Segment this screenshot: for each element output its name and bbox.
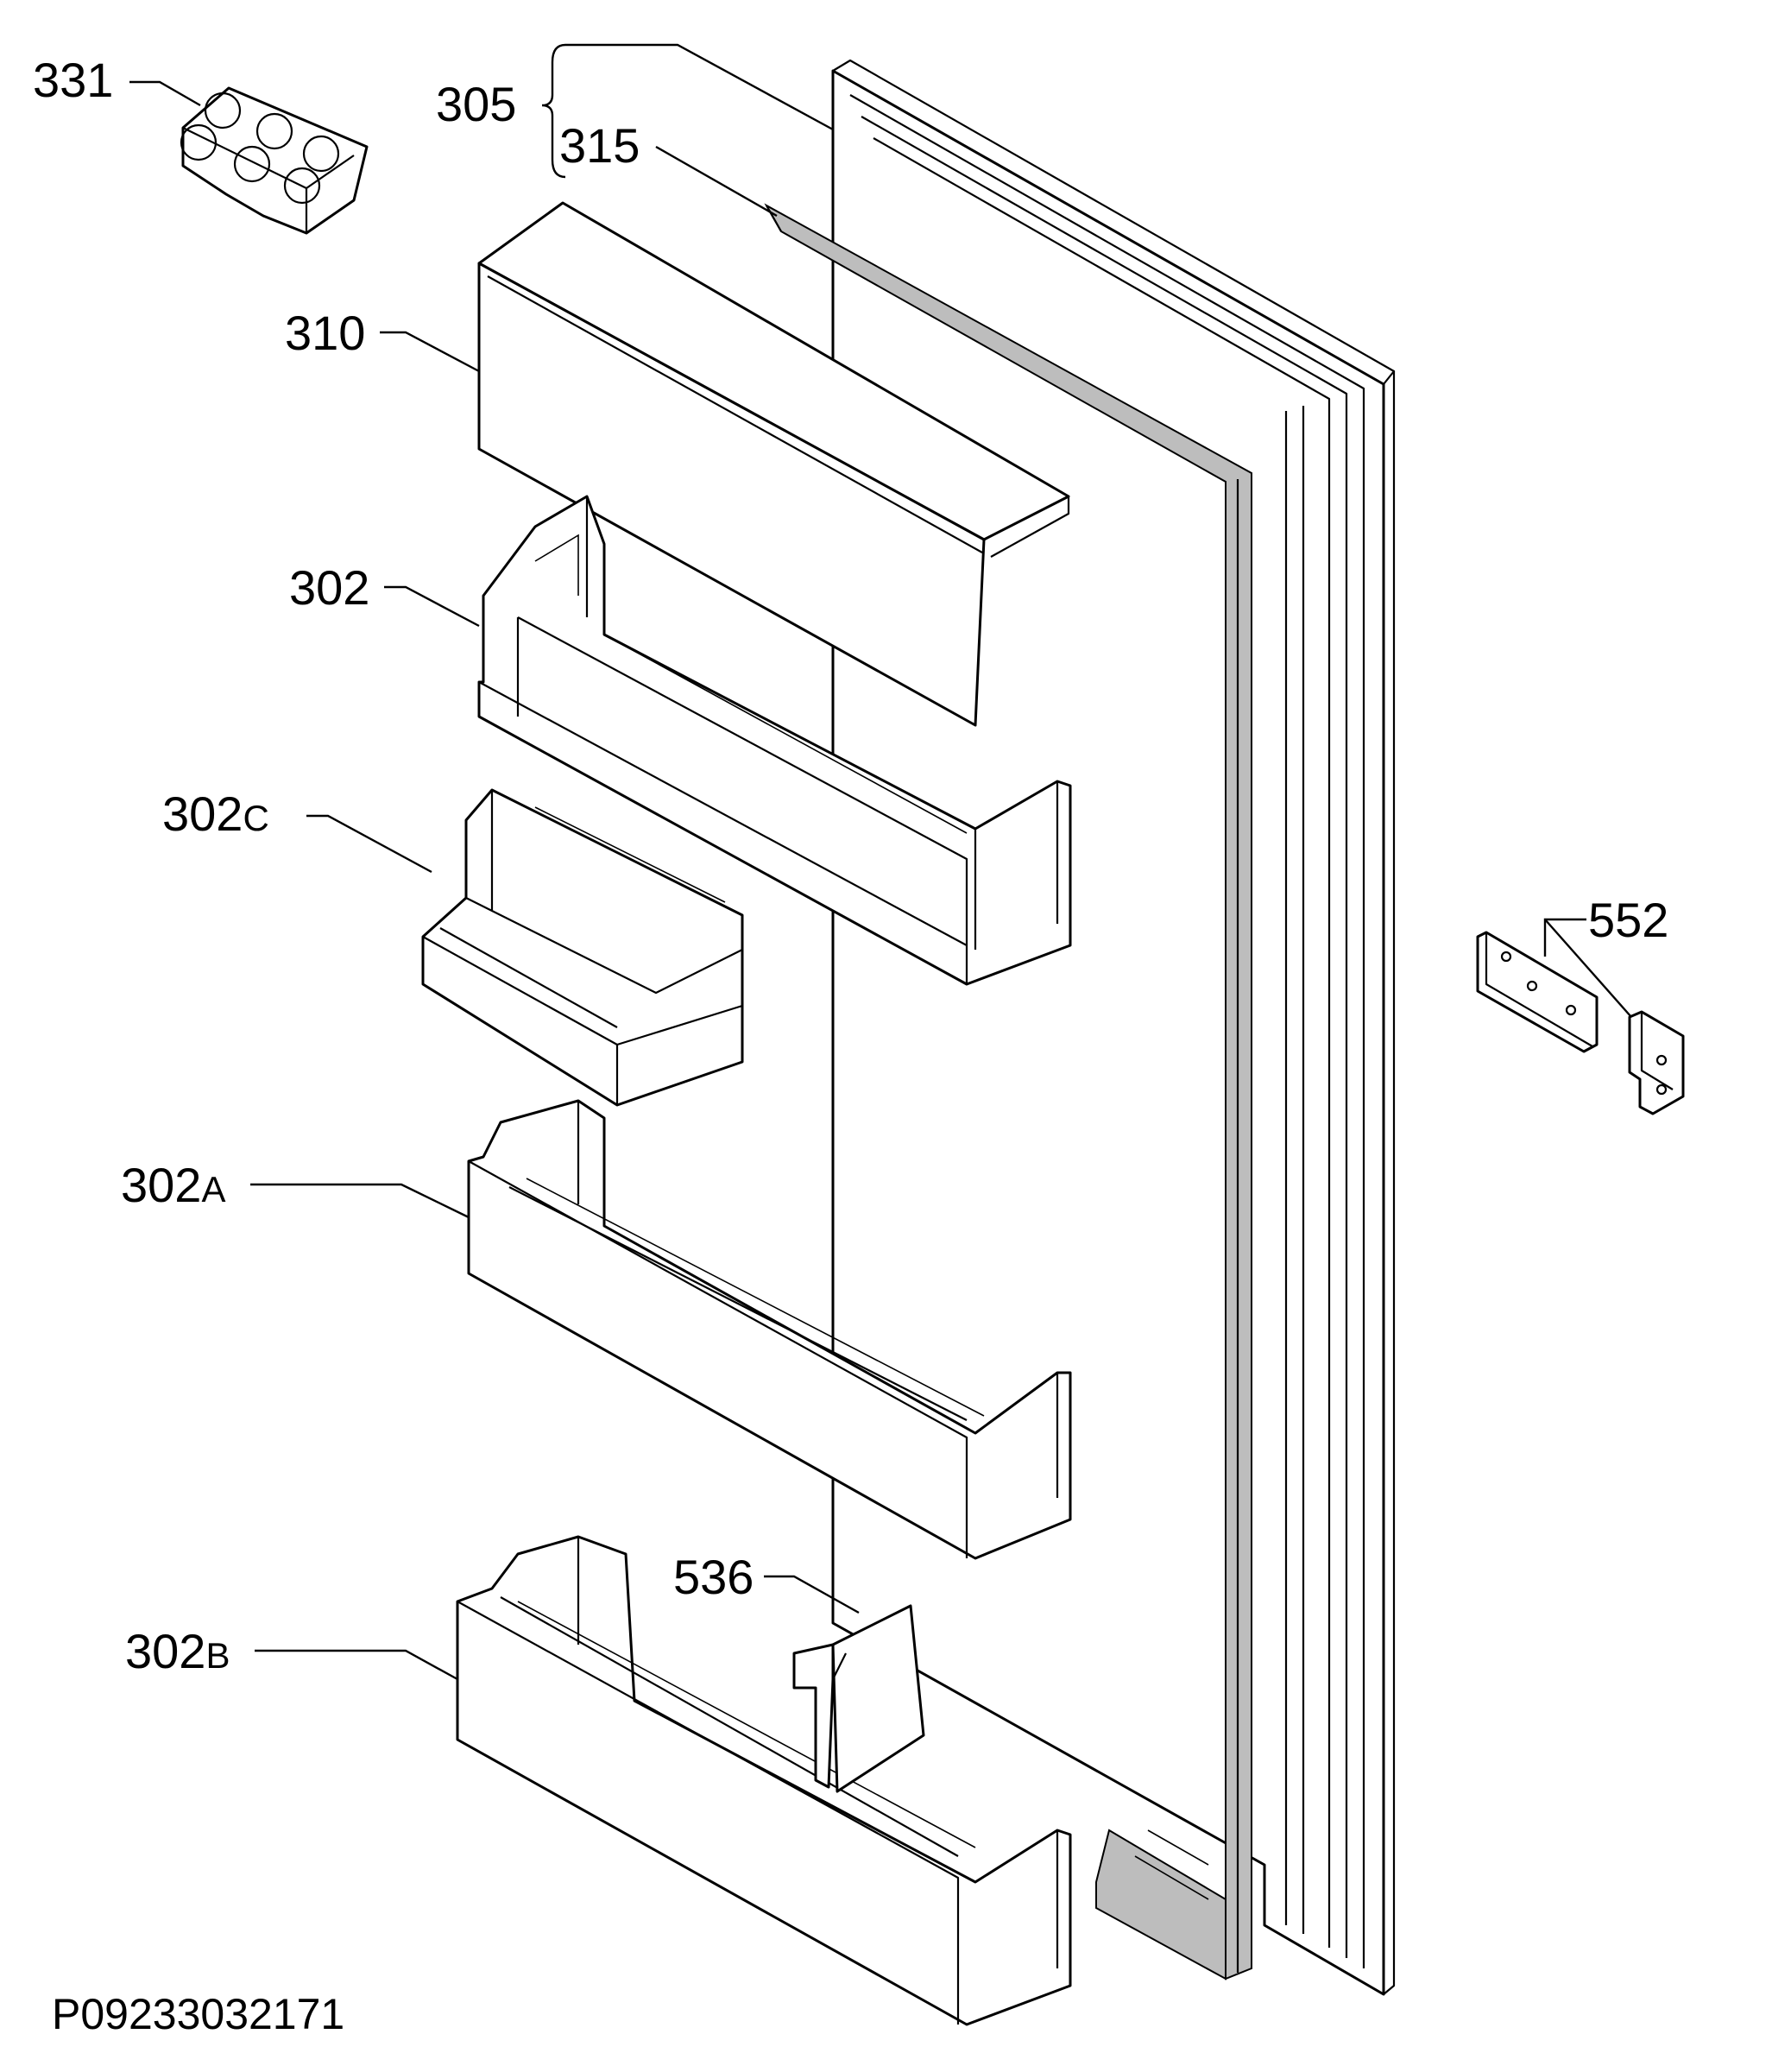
label-302: 302	[289, 560, 369, 615]
label-302c: 302C	[162, 786, 269, 841]
door-gasket	[764, 203, 1252, 1980]
label-310: 310	[285, 306, 365, 360]
label-302c-number: 302	[162, 786, 243, 841]
drawing-code: P09233032171	[52, 1990, 344, 2038]
label-302c-suffix: C	[243, 798, 268, 838]
label-331: 331	[33, 53, 113, 107]
labels: 331 305 315 310 302 302C 302A 302B 536 5…	[33, 53, 1668, 2038]
door-shelf-middle	[467, 1099, 1072, 1560]
bottle-holder	[792, 1604, 925, 1793]
leader-lines	[129, 43, 1632, 1681]
door-shelf-upper	[477, 495, 1072, 986]
shelf-cover	[477, 201, 1070, 727]
door-shelf-lower	[456, 1535, 1072, 2026]
egg-tray	[180, 86, 369, 235]
small-box	[421, 788, 744, 1107]
label-315: 315	[559, 118, 640, 173]
label-302a-number: 302	[121, 1158, 201, 1212]
label-302b-number: 302	[125, 1624, 205, 1678]
label-536: 536	[673, 1550, 754, 1604]
label-302a: 302A	[121, 1158, 225, 1212]
label-552: 552	[1588, 893, 1668, 947]
hinge-kit	[1476, 931, 1685, 1115]
label-302b: 302B	[125, 1624, 230, 1678]
label-305: 305	[436, 77, 516, 131]
label-302b-suffix: B	[205, 1635, 230, 1676]
label-302a-suffix: A	[201, 1169, 225, 1210]
